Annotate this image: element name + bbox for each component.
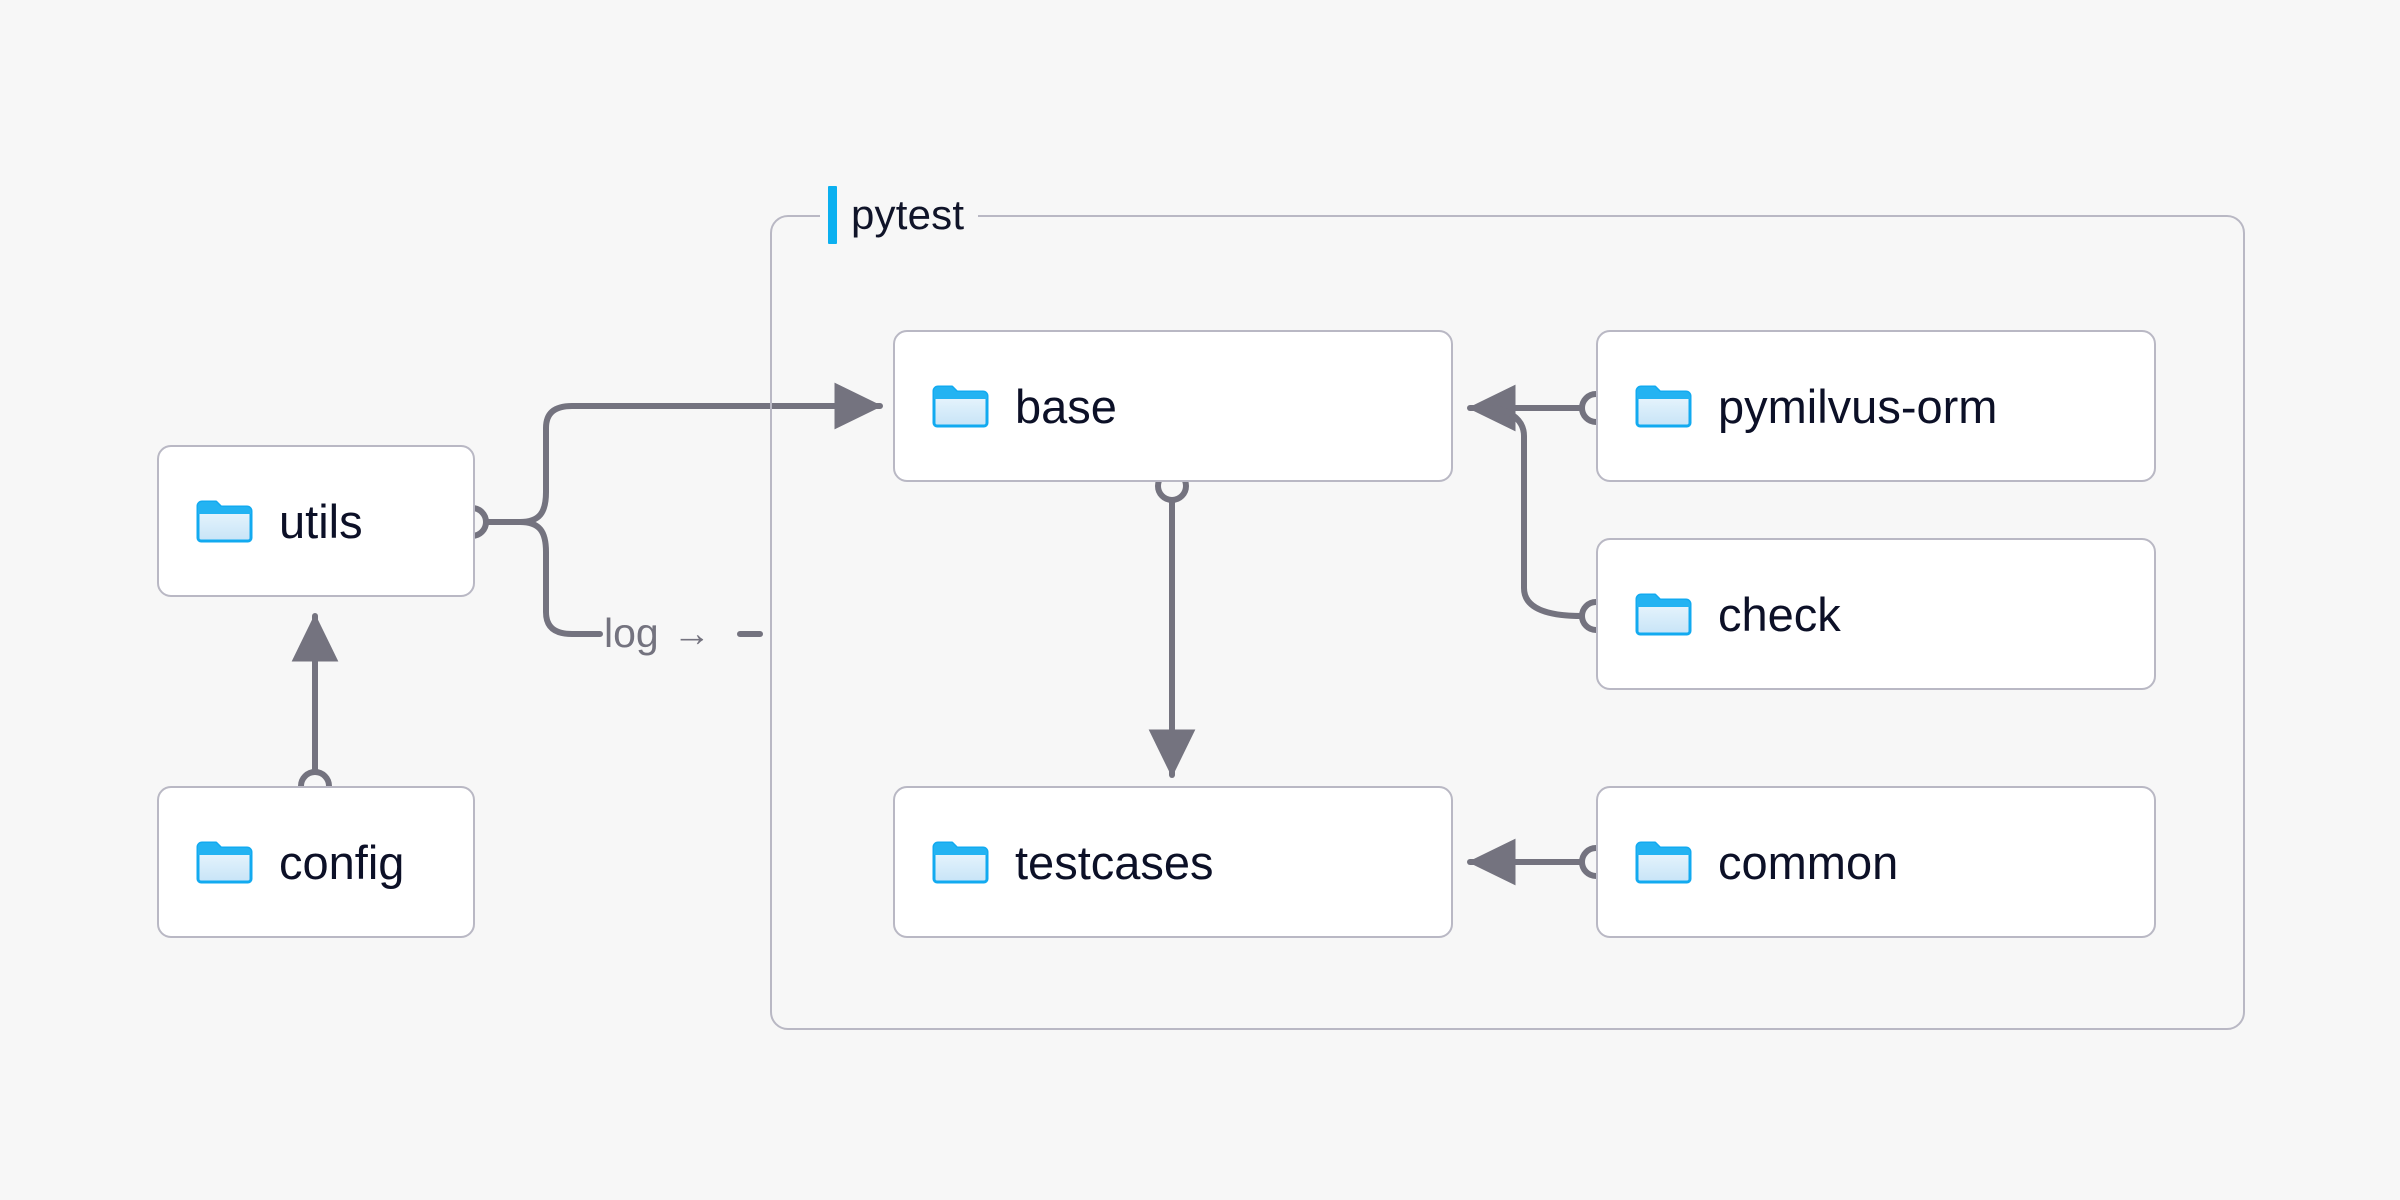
node-label-utils: utils — [279, 494, 363, 548]
node-utils[interactable]: utils — [157, 445, 475, 597]
node-base[interactable]: base — [893, 330, 1453, 482]
edge-utils-to-log — [517, 519, 603, 637]
node-label-common: common — [1718, 835, 1899, 889]
node-config[interactable]: config — [157, 786, 475, 938]
node-common[interactable]: common — [1596, 786, 2156, 938]
group-title-label: pytest — [851, 191, 965, 238]
arrow-right-icon: → — [672, 612, 711, 655]
edge-label-log-text: log — [604, 610, 659, 656]
group-accent-bar — [828, 186, 837, 244]
group-container-pytest — [770, 215, 2245, 1030]
node-label-pymilvus-orm: pymilvus-orm — [1718, 379, 1998, 433]
group-title-pytest: pytest — [820, 185, 979, 245]
folder-icon — [1635, 385, 1692, 428]
node-label-testcases: testcases — [1015, 835, 1214, 889]
folder-icon — [1635, 841, 1692, 884]
folder-icon — [196, 500, 253, 543]
folder-icon — [1635, 593, 1692, 636]
folder-icon — [932, 841, 989, 884]
folder-icon — [932, 385, 989, 428]
folder-icon — [196, 841, 253, 884]
node-label-check: check — [1718, 587, 1841, 641]
node-label-config: config — [279, 835, 405, 889]
edge-label-log: log → — [604, 610, 711, 657]
node-testcases[interactable]: testcases — [893, 786, 1453, 938]
node-label-base: base — [1015, 379, 1117, 433]
node-check[interactable]: check — [1596, 538, 2156, 690]
node-pymilvus-orm[interactable]: pymilvus-orm — [1596, 330, 2156, 482]
